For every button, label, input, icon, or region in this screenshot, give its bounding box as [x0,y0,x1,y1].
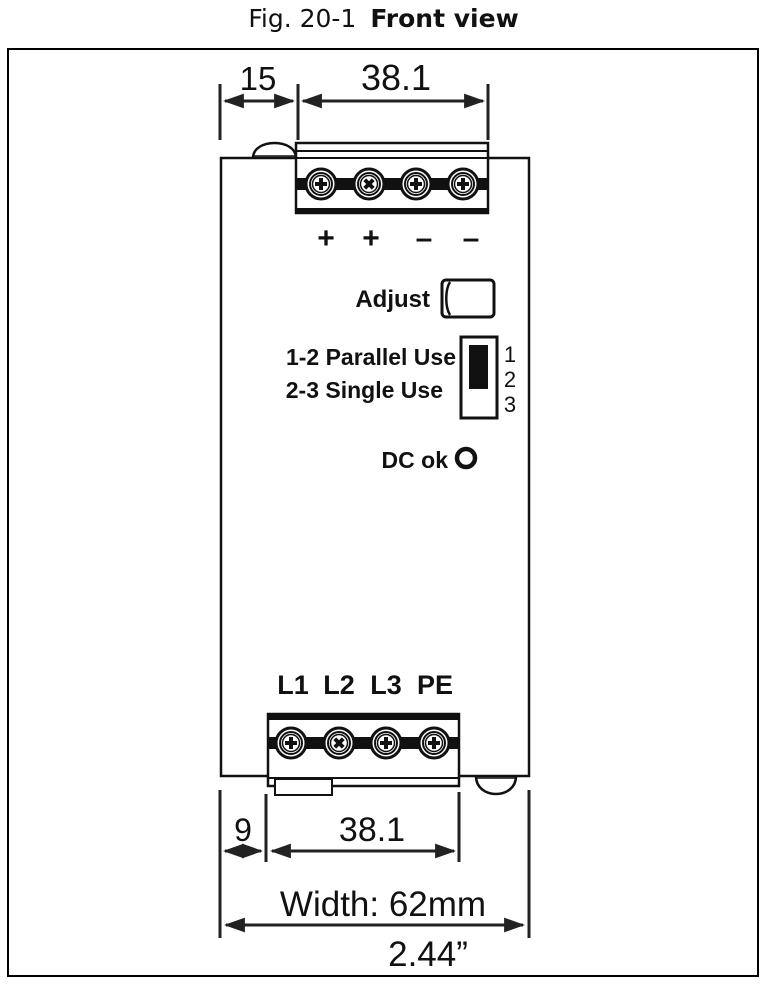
figure-caption: Fig. 20-1 Front view [0,4,767,33]
jumper-label-parallel: 1-2 Parallel Use [286,344,456,370]
input-screw-l2 [322,726,356,760]
figure-title: Front view [370,4,519,33]
input-screw-l3 [369,726,403,760]
adjust-control[interactable]: Adjust [355,278,496,319]
dim-bottom-terminal-span: 38.1 [339,811,405,849]
jumper-pin-1: 1 [504,342,516,367]
dim-width-metric: Width: 62mm [280,885,486,924]
bottom-dimensions: 9 38.1 Width: 62mm 2.44” [218,790,531,974]
jumper-shunt[interactable] [469,345,488,389]
polarity-label-3: – [416,222,433,255]
input-screw-pe [417,726,451,760]
output-screw-4 [446,167,480,201]
input-label-l3: L3 [370,670,402,700]
jumper-selector: 1-2 Parallel Use 2-3 Single Use 1 2 3 [286,335,516,420]
adjust-potentiometer-icon[interactable] [440,278,496,319]
dc-ok-label: DC ok [382,447,449,473]
dim-top-left-offset: 15 [240,60,277,97]
jumper-pin-2: 2 [504,367,516,392]
polarity-labels: + + – – [317,222,479,255]
figure-number: Fig. 20-1 [248,4,357,33]
dc-ok-indicator: DC ok [382,446,478,473]
input-labels: L1 L2 L3 PE [277,670,453,700]
input-label-l2: L2 [323,670,355,700]
polarity-label-1: + [317,222,335,255]
output-screw-2 [352,167,386,201]
output-terminal-block [294,141,490,215]
top-dimensions: 15 38.1 [218,57,490,140]
dim-top-terminal-span: 38.1 [361,57,431,98]
input-label-l1: L1 [277,670,309,700]
jumper-pin-3: 3 [504,392,516,417]
led-icon [454,446,478,470]
input-label-pe: PE [417,670,453,700]
input-screw-l1 [274,726,308,760]
dim-bottom-left-offset: 9 [234,812,252,848]
polarity-label-4: – [463,222,480,255]
figure-frame [7,48,759,977]
output-screw-1 [304,167,338,201]
input-terminal-block [266,712,461,796]
adjust-label: Adjust [355,286,430,313]
output-screw-3 [399,167,433,201]
device-body [219,141,531,796]
polarity-label-2: + [362,222,380,255]
jumper-label-single: 2-3 Single Use [286,377,443,403]
dim-width-imperial: 2.44” [388,935,468,974]
